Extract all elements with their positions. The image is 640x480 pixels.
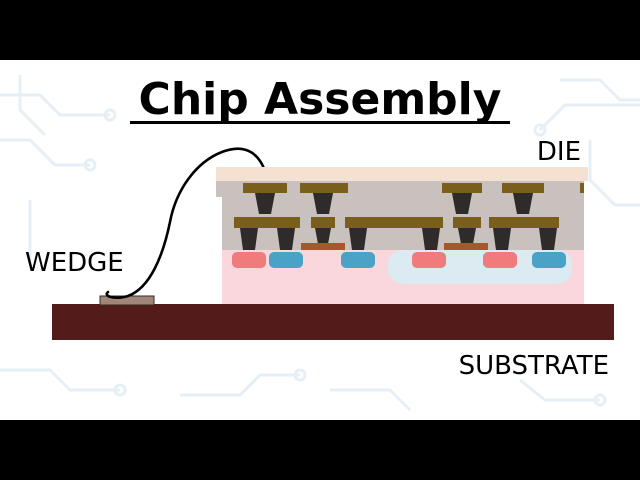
upper-metal-contact: [502, 183, 544, 214]
upper-metal-edge: [580, 183, 584, 193]
lower-metal-contact: [489, 217, 559, 250]
upper-metal-contact: [243, 183, 287, 214]
diffusion-region-red: [412, 252, 446, 268]
diffusion-region-blue: [269, 252, 303, 268]
substrate-label: SUBSTRATE: [459, 351, 609, 381]
lower-metal-contact: [234, 217, 300, 250]
die: [216, 167, 588, 304]
diffusion-region-red: [483, 252, 517, 268]
diffusion-region-blue: [341, 252, 375, 268]
upper-metal-contact: [442, 183, 482, 214]
die-top-left-edge: [216, 181, 222, 197]
lower-metal-contact: [453, 217, 481, 244]
lower-metal-contact: [311, 217, 335, 244]
circuit-pattern: [0, 75, 640, 412]
link-bar: [301, 243, 345, 250]
die-label: DIE: [537, 137, 581, 167]
title-underline: [130, 121, 510, 124]
upper-metal-contact: [300, 183, 348, 214]
bond-wire: [105, 147, 270, 299]
diffusion-region-blue: [532, 252, 566, 268]
lower-metal-contact: [345, 217, 443, 250]
diffusion-region-red: [232, 252, 266, 268]
diagram-title: Chip Assembly: [139, 74, 502, 125]
link-bar: [444, 243, 488, 250]
die-top-layer: [216, 167, 588, 181]
wedge-label: WEDGE: [25, 248, 124, 278]
substrate-block: [52, 304, 614, 340]
